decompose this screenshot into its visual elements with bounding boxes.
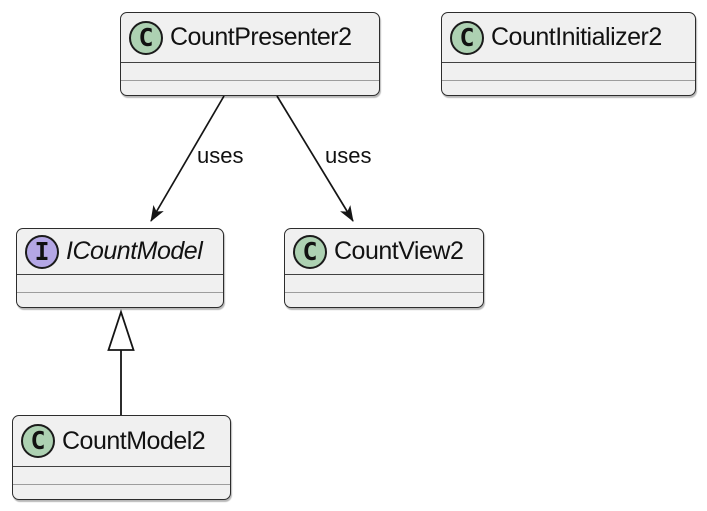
methods-section	[285, 292, 483, 307]
edge-label-uses-1: uses	[197, 143, 244, 168]
class-name: CountView2	[334, 237, 464, 265]
methods-section	[442, 80, 695, 95]
dependency-arrow-presenter-to-view	[276, 95, 354, 222]
class-node-countinitializer2: C CountInitializer2	[441, 12, 696, 96]
fields-section	[17, 274, 223, 292]
methods-section	[13, 484, 230, 499]
fields-section	[442, 62, 695, 80]
fields-section	[13, 466, 230, 484]
class-name: CountModel2	[62, 426, 206, 455]
fields-section	[285, 274, 483, 292]
class-icon: C	[21, 424, 55, 458]
class-header: C CountInitializer2	[442, 13, 695, 62]
class-icon: C	[293, 234, 327, 269]
methods-section	[121, 80, 379, 95]
dependency-arrow-presenter-to-imodel	[150, 95, 225, 222]
class-node-countview2: C CountView2	[284, 228, 484, 308]
class-name: CountInitializer2	[491, 23, 662, 51]
class-header: C CountPresenter2	[121, 13, 379, 62]
interface-name: ICountModel	[66, 237, 203, 265]
class-header: C CountView2	[285, 229, 483, 274]
edge-label-uses-2: uses	[325, 143, 372, 168]
class-name: CountPresenter2	[170, 23, 352, 51]
interface-header: I ICountModel	[17, 229, 223, 274]
class-icon: C	[129, 20, 163, 55]
class-header: C CountModel2	[13, 416, 230, 466]
class-icon: C	[450, 20, 484, 55]
methods-section	[17, 292, 223, 307]
class-node-countpresenter2: C CountPresenter2	[120, 12, 380, 96]
interface-icon: I	[25, 234, 59, 269]
interface-node-icountmodel: I ICountModel	[16, 228, 224, 308]
class-node-countmodel2: C CountModel2	[12, 415, 231, 500]
fields-section	[121, 62, 379, 80]
realization-triangle-icon	[107, 309, 135, 351]
